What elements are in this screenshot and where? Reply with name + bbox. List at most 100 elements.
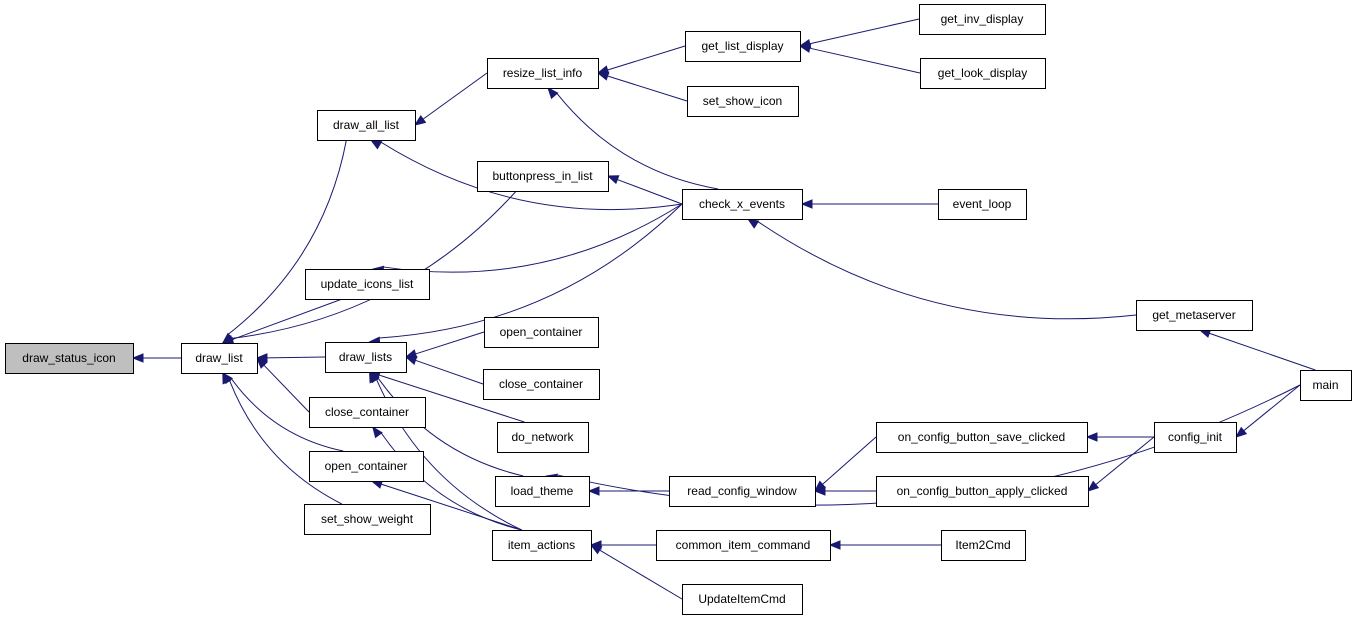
node-get_inv_display[interactable]: get_inv_display — [919, 4, 1046, 35]
edge-check_x_events-to-resize_list_info — [547, 86, 719, 190]
edge-buttonpress_in_list-to-draw_list — [221, 190, 517, 347]
edge-item_actions-to-close_container_1 — [371, 425, 522, 531]
edge-Item2Cmd-to-common_item_command — [828, 540, 942, 550]
node-box — [669, 476, 816, 507]
node-get_list_display[interactable]: get_list_display — [685, 31, 801, 62]
edge-line — [377, 377, 524, 477]
node-buttonpress_in_list[interactable]: buttonpress_in_list — [477, 161, 609, 192]
edge-line — [263, 364, 310, 413]
node-box — [682, 189, 803, 220]
edge-line — [617, 179, 683, 205]
edge-main-to-get_metaserver — [1198, 328, 1316, 371]
edge-line — [231, 190, 517, 339]
node-open_container_2[interactable]: open_container — [484, 317, 599, 348]
arrowhead-icon — [131, 353, 144, 363]
edge-line — [232, 298, 343, 341]
node-label: get_inv_display — [941, 12, 1024, 26]
node-box — [484, 317, 599, 348]
edge-line — [378, 203, 683, 339]
node-draw_all_list[interactable]: draw_all_list — [317, 110, 416, 141]
node-label: draw_list — [195, 351, 243, 365]
node-box — [317, 110, 416, 141]
node-on_config_button_save_clicked[interactable]: on_config_button_save_clicked — [876, 422, 1088, 453]
node-box — [304, 504, 431, 535]
node-box — [656, 530, 831, 561]
edge-get_metaserver-to-check_x_events — [746, 218, 1137, 320]
edge-line — [266, 356, 326, 359]
node-label: get_metaserver — [1152, 308, 1235, 322]
node-label: do_network — [511, 430, 574, 444]
edge-line — [230, 378, 344, 452]
node-set_show_icon[interactable]: set_show_icon — [687, 86, 799, 117]
edge-set_show_weight-to-draw_list — [222, 371, 343, 505]
node-box — [685, 31, 801, 62]
node-label: config_init — [1168, 430, 1223, 444]
edge-get_inv_display-to-get_list_display — [798, 18, 920, 49]
node-box — [497, 422, 589, 453]
node-label: get_list_display — [701, 39, 783, 53]
node-label: close_container — [325, 405, 409, 419]
node-main[interactable]: main — [1300, 370, 1352, 401]
edge-line — [415, 331, 485, 355]
node-label: item_actions — [508, 538, 575, 552]
node-box — [181, 343, 258, 374]
node-read_config_window[interactable]: read_config_window — [669, 476, 816, 507]
node-box — [1300, 370, 1352, 401]
edge-event_loop-to-check_x_events — [800, 199, 938, 209]
node-label: common_item_command — [676, 538, 811, 552]
node-resize_list_info[interactable]: resize_list_info — [487, 58, 599, 89]
edge-draw_lists-to-draw_list — [255, 353, 326, 363]
node-set_show_weight[interactable]: set_show_weight — [304, 504, 431, 535]
edge-line — [1095, 436, 1155, 486]
node-open_container_1[interactable]: open_container — [309, 451, 424, 482]
node-label: draw_lists — [339, 350, 392, 364]
arrowhead-icon — [589, 544, 603, 555]
node-box — [919, 4, 1046, 35]
node-box — [309, 451, 424, 482]
edge-on_config_button_apply_clicked-to-read_config_window — [813, 486, 877, 496]
node-label: close_container — [499, 377, 583, 391]
arrowhead-icon — [368, 370, 379, 384]
node-box — [876, 422, 1088, 453]
node-get_metaserver[interactable]: get_metaserver — [1136, 300, 1253, 331]
node-label: main — [1312, 378, 1338, 392]
node-close_container_2[interactable]: close_container — [483, 369, 600, 400]
node-draw_lists[interactable]: draw_lists — [325, 342, 407, 373]
node-box — [495, 476, 590, 507]
node-common_item_command[interactable]: common_item_command — [656, 530, 831, 561]
node-load_theme[interactable]: load_theme — [495, 476, 590, 507]
node-close_container_1[interactable]: close_container — [309, 397, 426, 428]
node-on_config_button_apply_clicked[interactable]: on_config_button_apply_clicked — [876, 476, 1089, 507]
node-item_actions[interactable]: item_actions — [492, 530, 592, 561]
edge-line — [378, 374, 525, 423]
node-box — [483, 369, 600, 400]
node-label: get_look_display — [938, 66, 1027, 80]
node-check_x_events[interactable]: check_x_events — [682, 189, 803, 220]
node-UpdateItemCmd[interactable]: UpdateItemCmd — [682, 584, 803, 615]
arrowhead-icon — [813, 486, 826, 496]
edge-close_container_1-to-draw_list — [256, 357, 310, 413]
node-get_look_display[interactable]: get_look_display — [920, 58, 1046, 89]
edge-draw_all_list-to-draw_list — [221, 139, 347, 344]
edge-line — [1209, 332, 1316, 371]
node-draw_status_icon: draw_status_icon — [5, 343, 134, 374]
edge-config_init-to-on_config_button_save_clicked — [1085, 432, 1154, 442]
edge-open_container_2-to-draw_lists — [404, 331, 485, 359]
node-do_network[interactable]: do_network — [497, 422, 589, 453]
edge-get_look_display-to-get_list_display — [798, 43, 921, 74]
node-box — [309, 397, 426, 428]
edge-config_init-to-on_config_button_apply_clicked — [1086, 436, 1155, 492]
node-label: set_show_weight — [321, 512, 414, 526]
node-update_icons_list[interactable]: update_icons_list — [305, 269, 430, 300]
arrowhead-icon — [222, 371, 232, 385]
node-label: UpdateItemCmd — [698, 592, 785, 606]
node-box — [477, 161, 609, 192]
node-label: read_config_window — [687, 484, 797, 498]
node-label: Item2Cmd — [955, 538, 1010, 552]
edge-get_list_display-to-resize_list_info — [596, 45, 686, 75]
node-event_loop[interactable]: event_loop — [938, 189, 1027, 220]
node-Item2Cmd[interactable]: Item2Cmd — [941, 530, 1026, 561]
edge-line — [422, 72, 488, 120]
node-config_init[interactable]: config_init — [1154, 422, 1237, 453]
node-draw_list[interactable]: draw_list — [181, 343, 258, 374]
